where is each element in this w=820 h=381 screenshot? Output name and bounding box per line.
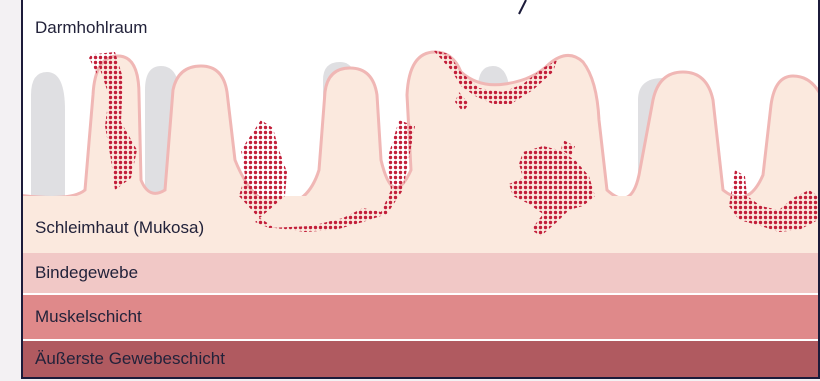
connective-tissue-label: Bindegewebe	[35, 263, 138, 283]
connective-tissue-layer: Bindegewebe	[23, 253, 818, 293]
pointer-line	[0, 0, 820, 20]
intestinal-wall-diagram: Darmhohlraum Schleimhaut (Mukosa) Bindeg…	[21, 0, 820, 379]
lumen-label: Darmhohlraum	[35, 18, 147, 38]
muscle-layer-label: Muskelschicht	[35, 307, 142, 327]
muscle-layer: Muskelschicht	[23, 295, 818, 339]
mucosa-label: Schleimhaut (Mukosa)	[35, 218, 204, 238]
outer-tissue-layer: Äußerste Gewebeschicht	[23, 341, 818, 377]
outer-tissue-label: Äußerste Gewebeschicht	[35, 349, 225, 369]
